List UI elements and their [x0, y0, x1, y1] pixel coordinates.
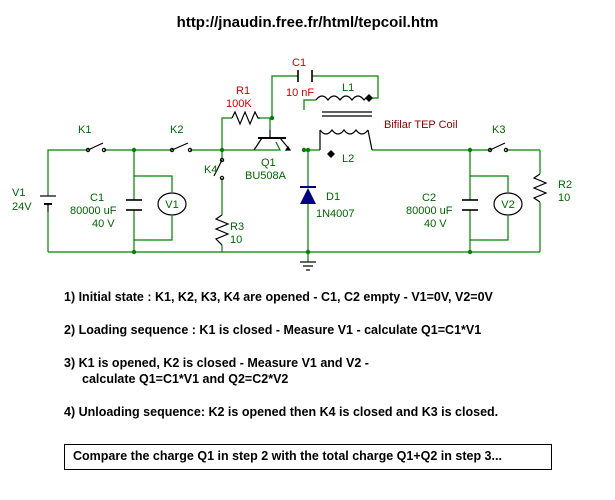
- k1-label: K1: [78, 124, 91, 136]
- red-labels: R1 100K C1 10 nF: [226, 57, 314, 110]
- voltmeter-v2-body: [493, 192, 523, 216]
- ctop-value: 10 nF: [286, 87, 314, 99]
- step-3: 3) K1 is opened, K2 is closed - Measure …: [64, 356, 369, 370]
- voltmeter-v2-label: V2: [501, 199, 514, 211]
- k2-label: K2: [170, 124, 183, 136]
- green-labels: V1 24V K1 K2 K4 K3 C1 80000 uF 40 V C2 8…: [12, 82, 572, 246]
- r2-value: 10: [558, 192, 570, 204]
- junction-dots: [131, 115, 473, 255]
- comparison-note: Compare the charge Q1 in step 2 with the…: [64, 444, 552, 470]
- c2-name: C2: [422, 192, 436, 204]
- source-url: http://jnaudin.free.fr/html/tepcoil.htm: [176, 14, 439, 31]
- ctop-name: C1: [292, 57, 306, 69]
- coil-label: Bifilar TEP Coil: [384, 119, 458, 131]
- q1-name: Q1: [261, 157, 276, 169]
- k4-label: K4: [204, 164, 217, 176]
- voltmeter-v1-body: [157, 192, 187, 216]
- diode-d1-symbol: [300, 186, 316, 204]
- step-1: 1) Initial state : K1, K2, K3, K4 are op…: [64, 290, 493, 304]
- r3-value: 10: [230, 234, 242, 246]
- c1-name: C1: [90, 192, 104, 204]
- r2-name: R2: [558, 179, 572, 191]
- c1-voltage: 40 V: [92, 218, 115, 230]
- r1-name: R1: [236, 85, 250, 97]
- v1-value: 24V: [12, 201, 32, 213]
- wiring: [47, 75, 541, 262]
- c2-value: 80000 uF: [406, 205, 453, 217]
- l2-label: L2: [342, 153, 354, 165]
- components: [40, 70, 548, 271]
- step-3-continued: calculate Q1=C1*V1 and Q2=C2*V2: [82, 372, 289, 386]
- l1-label: L1: [342, 82, 354, 94]
- voltmeter-v1-label: V1: [165, 199, 178, 211]
- k3-label: K3: [492, 124, 505, 136]
- step-4: 4) Unloading sequence: K2 is opened then…: [64, 405, 499, 419]
- d1-value: 1N4007: [316, 208, 355, 220]
- v1-name: V1: [12, 187, 25, 199]
- d1-name: D1: [326, 191, 340, 203]
- coil-polarity-marks: [327, 94, 373, 158]
- q1-value: BU508A: [245, 170, 287, 182]
- c2-voltage: 40 V: [424, 218, 447, 230]
- c1-value: 80000 uF: [70, 205, 117, 217]
- r1-value: 100K: [226, 98, 252, 110]
- step-2: 2) Loading sequence : K1 is closed - Mea…: [64, 323, 482, 337]
- r3-name: R3: [230, 221, 244, 233]
